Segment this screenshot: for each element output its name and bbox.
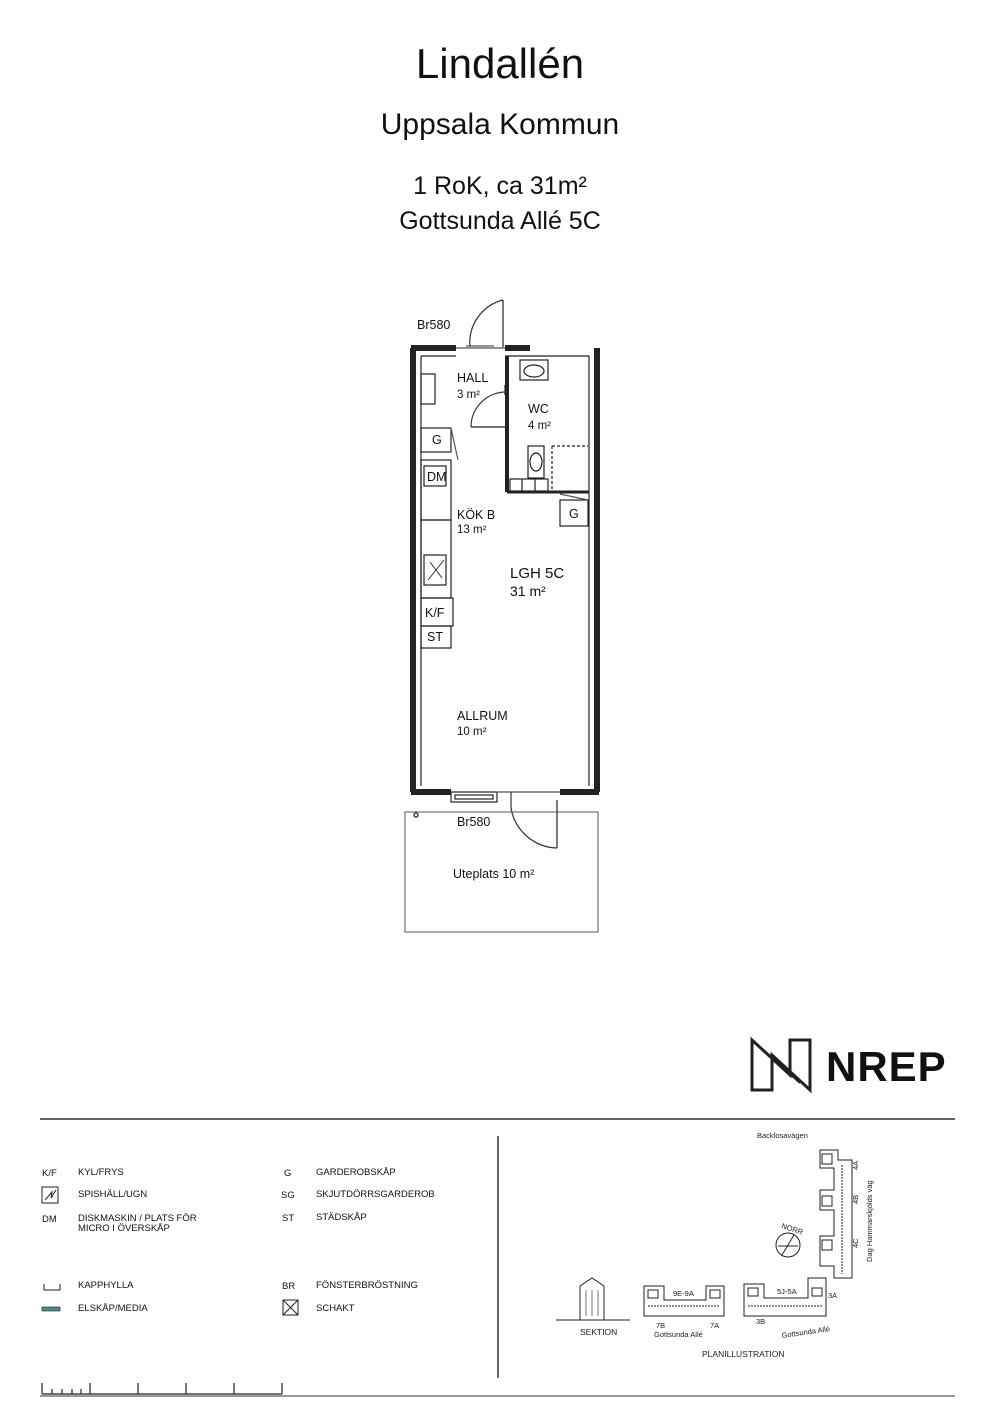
building-label: 4B xyxy=(851,1195,860,1204)
apartment-area: 31 m² xyxy=(510,583,546,599)
stove-icon xyxy=(41,1186,59,1204)
scale-bar xyxy=(41,1383,283,1395)
apartment-size: 1 RoK, ca 31m² xyxy=(413,172,587,200)
media-icon xyxy=(41,1306,61,1312)
road-label-top: Backlosavägen xyxy=(757,1131,808,1140)
closet-g-label: G xyxy=(569,507,579,521)
terrace-label: Uteplats 10 m² xyxy=(453,867,534,881)
building-label: 7B xyxy=(656,1321,665,1330)
building-label: 4C xyxy=(851,1238,860,1248)
fridge-label: K/F xyxy=(425,606,445,620)
br-top-label: Br580 xyxy=(417,318,450,332)
legend-code: K/F xyxy=(42,1168,57,1179)
legend-text: GARDEROBSKÅP xyxy=(316,1167,396,1178)
building-label: 7A xyxy=(710,1321,719,1330)
legend-text: KYL/FRYS xyxy=(78,1167,124,1178)
legend-text: ELSKÅP/MEDIA xyxy=(78,1303,148,1314)
floor-plan xyxy=(404,299,600,933)
br-bottom-label: Br580 xyxy=(457,815,490,829)
legend-code: DM xyxy=(42,1214,57,1225)
section-label: SEKTION xyxy=(580,1327,617,1337)
shaft-icon xyxy=(282,1299,299,1316)
site-plan xyxy=(556,1149,853,1321)
legend-text: KAPPHYLLA xyxy=(78,1280,134,1291)
address: Gottsunda Allé 5C xyxy=(399,207,601,235)
building-range: 5J-5A xyxy=(777,1287,797,1296)
legend-text: DISKMASKIN / PLATS FÖR MICRO I ÖVERSKÅP xyxy=(78,1213,197,1234)
legend-text: SCHAKT xyxy=(316,1303,355,1314)
municipality: Uppsala Kommun xyxy=(380,108,620,141)
north-label: NORR xyxy=(780,1221,804,1237)
road-label-right: Dag Hammarskjölds väg xyxy=(865,1180,874,1262)
legend-text: FÖNSTERBRÖSTNING xyxy=(316,1280,418,1291)
legend-text: SKJUTDÖRRSGARDEROB xyxy=(316,1189,435,1200)
building-label: 3B xyxy=(756,1317,765,1326)
legend-code: G xyxy=(284,1168,292,1179)
closet-g-label: G xyxy=(432,433,442,447)
plan-illustration-label: PLANILLUSTRATION xyxy=(702,1349,785,1359)
room-area-living: 10 m² xyxy=(457,726,487,738)
apartment-id: LGH 5C xyxy=(510,565,564,582)
room-name-hall: HALL xyxy=(457,371,488,385)
legend-code: ST xyxy=(282,1213,295,1224)
legend-text: STÄDSKÅP xyxy=(316,1212,367,1223)
building-label: 3A xyxy=(828,1291,837,1300)
room-name-living: ALLRUM xyxy=(457,709,508,723)
room-area-kitchen: 13 m² xyxy=(457,524,487,536)
road-label-bottom: Gottsunda Allé xyxy=(654,1330,703,1339)
building-range: 9E-9A xyxy=(673,1289,694,1298)
nrep-logo-icon xyxy=(750,1036,812,1094)
room-name-wc: WC xyxy=(528,402,549,416)
building-label: 4A xyxy=(851,1161,860,1170)
room-name-kitchen: KÖK B xyxy=(457,508,495,522)
legend-code: BR xyxy=(282,1281,296,1292)
road-label-bottom: Gottsunda Allé xyxy=(781,1324,831,1340)
brand-name: NREP xyxy=(826,1043,947,1090)
room-area-wc: 4 m² xyxy=(528,420,551,432)
page-title: Lindallén xyxy=(415,40,585,87)
shelf-icon xyxy=(43,1284,61,1291)
legend-code: SG xyxy=(281,1190,295,1201)
room-area-hall: 3 m² xyxy=(457,389,480,401)
dishwasher-label: DM xyxy=(427,470,446,484)
cleaning-cabinet-label: ST xyxy=(427,630,443,644)
legend-text: SPISHÄLL/UGN xyxy=(78,1189,148,1200)
